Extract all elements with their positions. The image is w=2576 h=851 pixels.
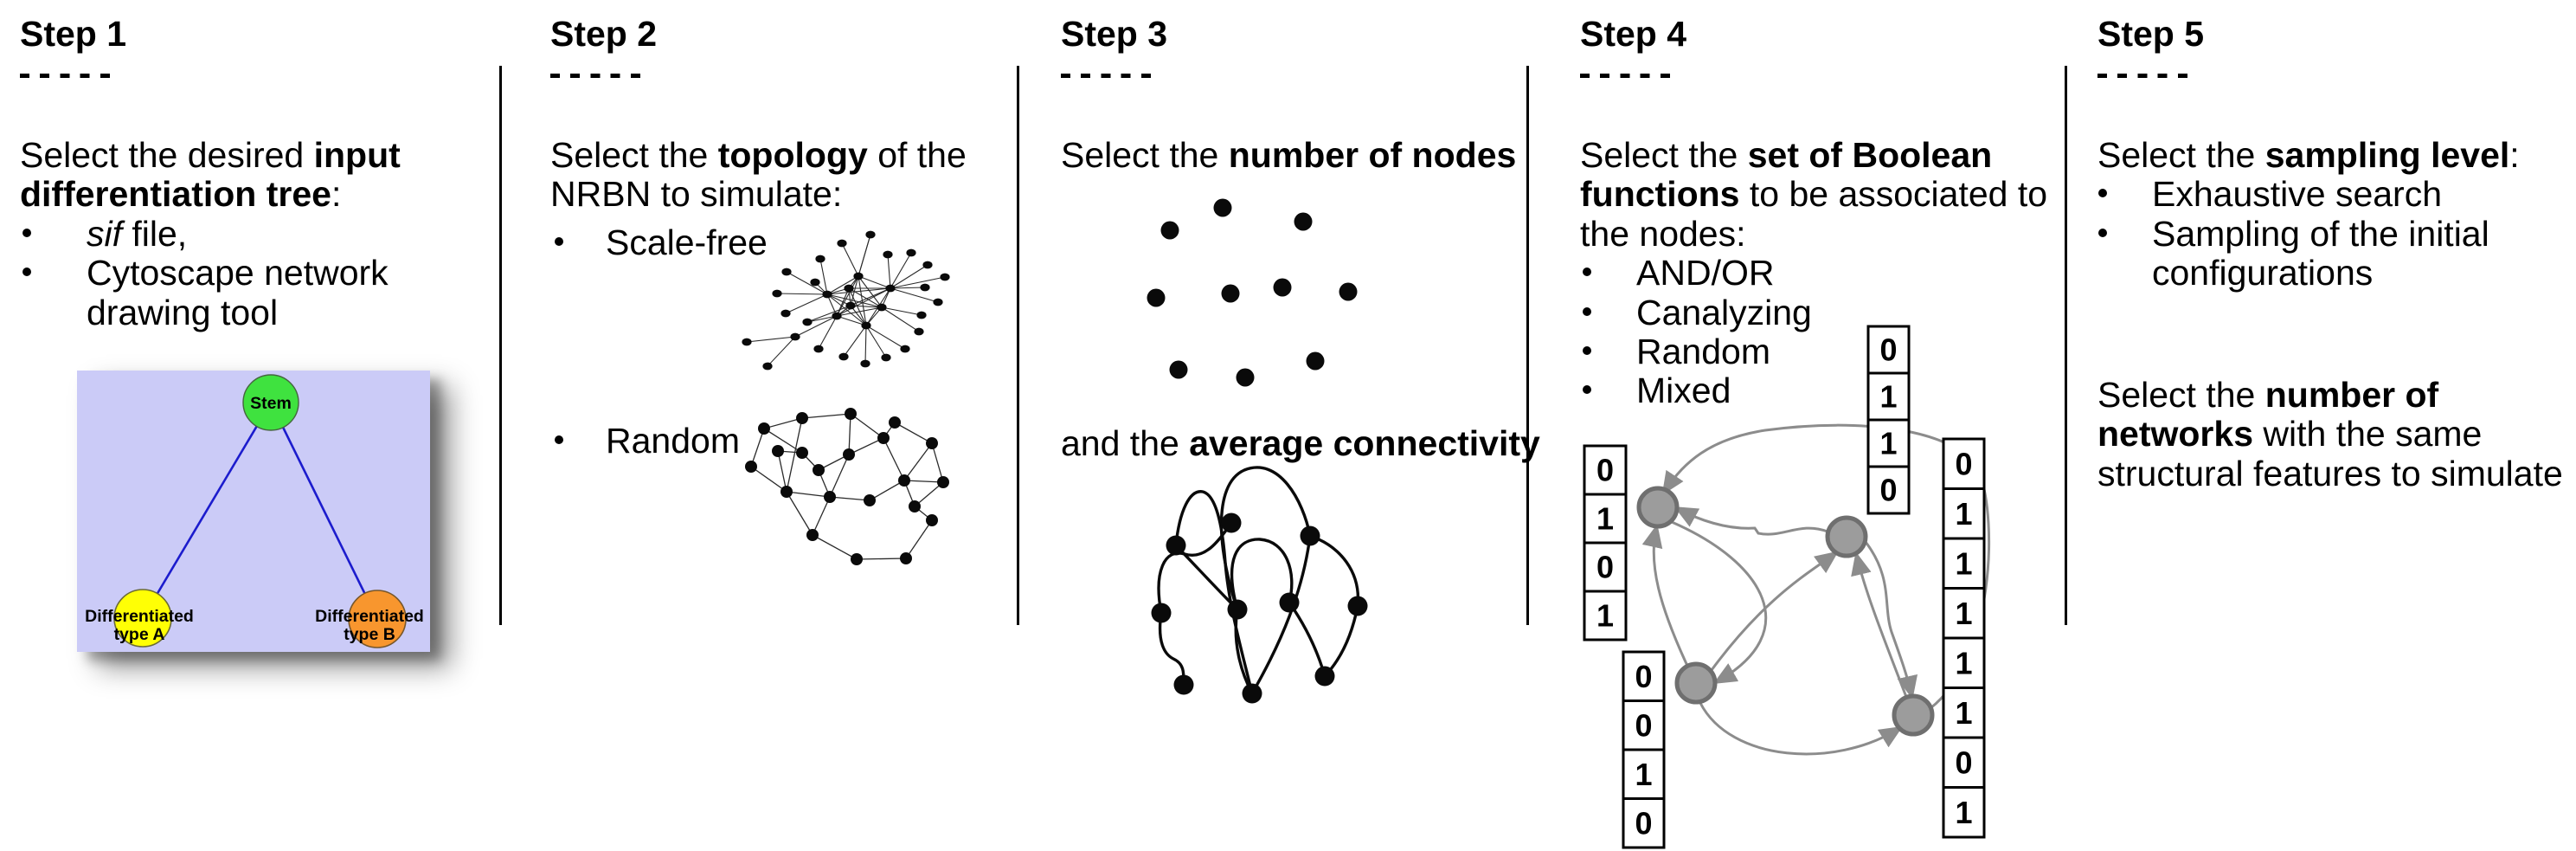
svg-text:0: 0: [1955, 446, 1972, 481]
svg-text:1: 1: [1955, 496, 1972, 532]
svg-text:type A: type A: [114, 625, 165, 644]
svg-text:0: 0: [1635, 805, 1652, 841]
svg-text:1: 1: [1955, 695, 1972, 731]
svg-text:1: 1: [1955, 545, 1972, 581]
svg-text:Differentiated: Differentiated: [85, 607, 194, 626]
svg-text:1: 1: [1955, 645, 1972, 680]
svg-text:0: 0: [1635, 659, 1652, 694]
svg-text:Differentiated: Differentiated: [315, 607, 424, 626]
svg-text:Stem: Stem: [250, 394, 292, 413]
svg-text:1: 1: [1879, 379, 1897, 415]
svg-text:0: 0: [1879, 473, 1897, 508]
svg-text:1: 1: [1955, 596, 1972, 631]
svg-text:0: 0: [1955, 745, 1972, 780]
svg-text:type B: type B: [344, 625, 395, 644]
svg-text:1: 1: [1596, 501, 1614, 537]
svg-text:1: 1: [1879, 426, 1897, 461]
svg-text:1: 1: [1955, 795, 1972, 830]
svg-text:0: 0: [1596, 550, 1614, 585]
svg-text:1: 1: [1596, 598, 1614, 634]
svg-text:0: 0: [1635, 707, 1652, 743]
svg-text:0: 0: [1879, 332, 1897, 368]
svg-text:1: 1: [1635, 757, 1652, 792]
svg-text:0: 0: [1596, 453, 1614, 488]
